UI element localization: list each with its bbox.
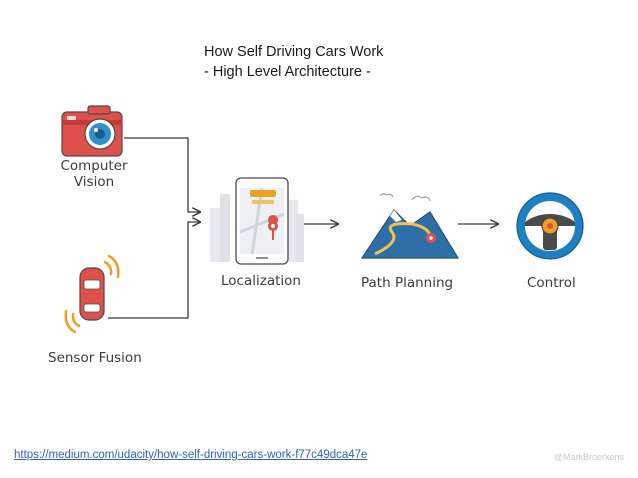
computer-vision-label: Computer Vision: [52, 158, 136, 190]
connector-lines: [108, 137, 498, 319]
watermark: @MarkBroerkens: [553, 452, 624, 462]
localization-label: Localization: [221, 273, 301, 289]
steering-wheel-icon: [516, 192, 584, 260]
computer-vision-line-1: Computer: [60, 158, 128, 174]
architecture-diagram: [61, 105, 584, 334]
diagram-title: How Self Driving Cars Work - High Level …: [204, 42, 383, 82]
car-sensor-icon: [64, 254, 120, 334]
mountain-path-icon: [360, 193, 460, 259]
camera-icon: [61, 105, 123, 157]
source-link[interactable]: https://medium.com/udacity/how-self-driv…: [14, 449, 368, 461]
path-planning-label: Path Planning: [361, 275, 454, 291]
computer-vision-line-2: Vision: [73, 174, 115, 190]
control-label: Control: [527, 275, 576, 291]
smartphone-map-icon: [210, 177, 304, 265]
title-line-1: How Self Driving Cars Work: [204, 44, 384, 60]
sensor-fusion-label: Sensor Fusion: [48, 350, 142, 366]
title-line-2: - High Level Architecture -: [204, 64, 371, 80]
